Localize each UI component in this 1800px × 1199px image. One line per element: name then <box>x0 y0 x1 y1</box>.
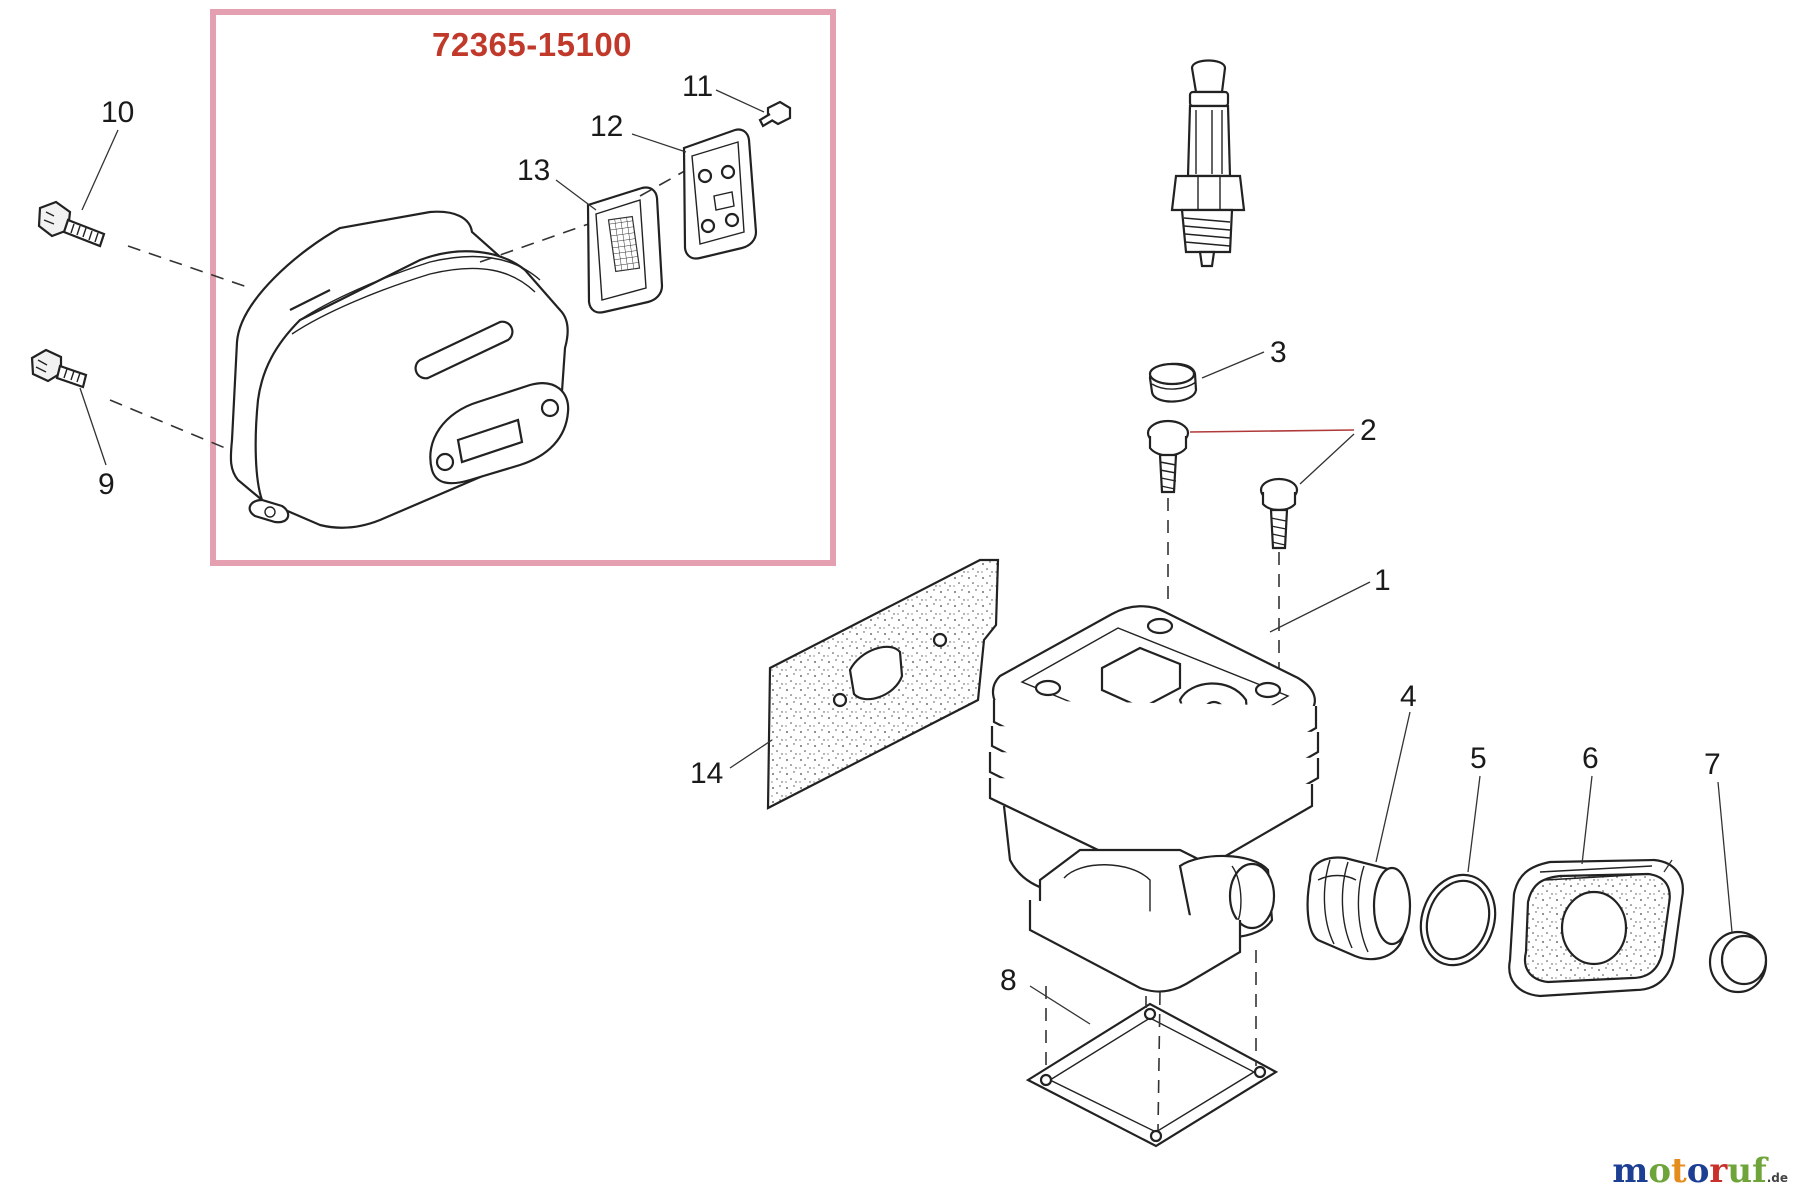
screw-11-icon <box>758 100 792 128</box>
muffler-icon <box>229 210 570 529</box>
intake-boot-icon <box>1306 856 1412 961</box>
callout-2: 2 <box>1360 414 1377 447</box>
brand-letter-2: o <box>1648 1151 1672 1191</box>
brand-letter-5: r <box>1709 1151 1728 1191</box>
muffler-plate-icon <box>682 128 758 260</box>
plug-cap-icon <box>1148 362 1198 403</box>
callout-1: 1 <box>1374 564 1391 597</box>
callout-5: 5 <box>1470 742 1487 775</box>
spark-plug-icon <box>1170 59 1246 268</box>
kit-frame <box>210 9 836 566</box>
brand-logo: motoruf.de <box>1612 1151 1788 1191</box>
callout-13: 13 <box>517 154 550 187</box>
o-ring-icon <box>1419 873 1497 967</box>
brand-tld: .de <box>1766 1171 1788 1185</box>
cylinder-icon <box>988 605 1320 993</box>
callout-3: 3 <box>1270 336 1287 369</box>
bolt-9-icon <box>30 348 88 389</box>
callout-8: 8 <box>1000 964 1017 997</box>
clamp-ring-icon <box>1708 930 1768 994</box>
kit-part-number: 72365-15100 <box>432 26 632 63</box>
callout-9: 9 <box>98 468 115 501</box>
base-gasket-icon <box>1025 1002 1279 1148</box>
brand-letter-1: m <box>1612 1151 1649 1191</box>
bolt-10-icon <box>37 200 106 248</box>
callout-14: 14 <box>690 757 723 790</box>
insulator-icon <box>1508 858 1684 998</box>
brand-letter-4: o <box>1686 1151 1710 1191</box>
bolt-2b-icon <box>1259 477 1299 550</box>
spark-screen-icon <box>586 186 664 314</box>
muffler-gasket-icon <box>766 558 1000 810</box>
brand-letter-6: uf <box>1727 1151 1767 1191</box>
brand-letter-3: t <box>1671 1151 1687 1191</box>
bolt-2a-icon <box>1146 419 1190 494</box>
callout-12: 12 <box>590 110 623 143</box>
callout-7: 7 <box>1704 748 1721 781</box>
callout-6: 6 <box>1582 742 1599 775</box>
callout-4: 4 <box>1400 680 1417 713</box>
callout-11: 11 <box>682 70 713 103</box>
callout-10: 10 <box>101 96 134 129</box>
